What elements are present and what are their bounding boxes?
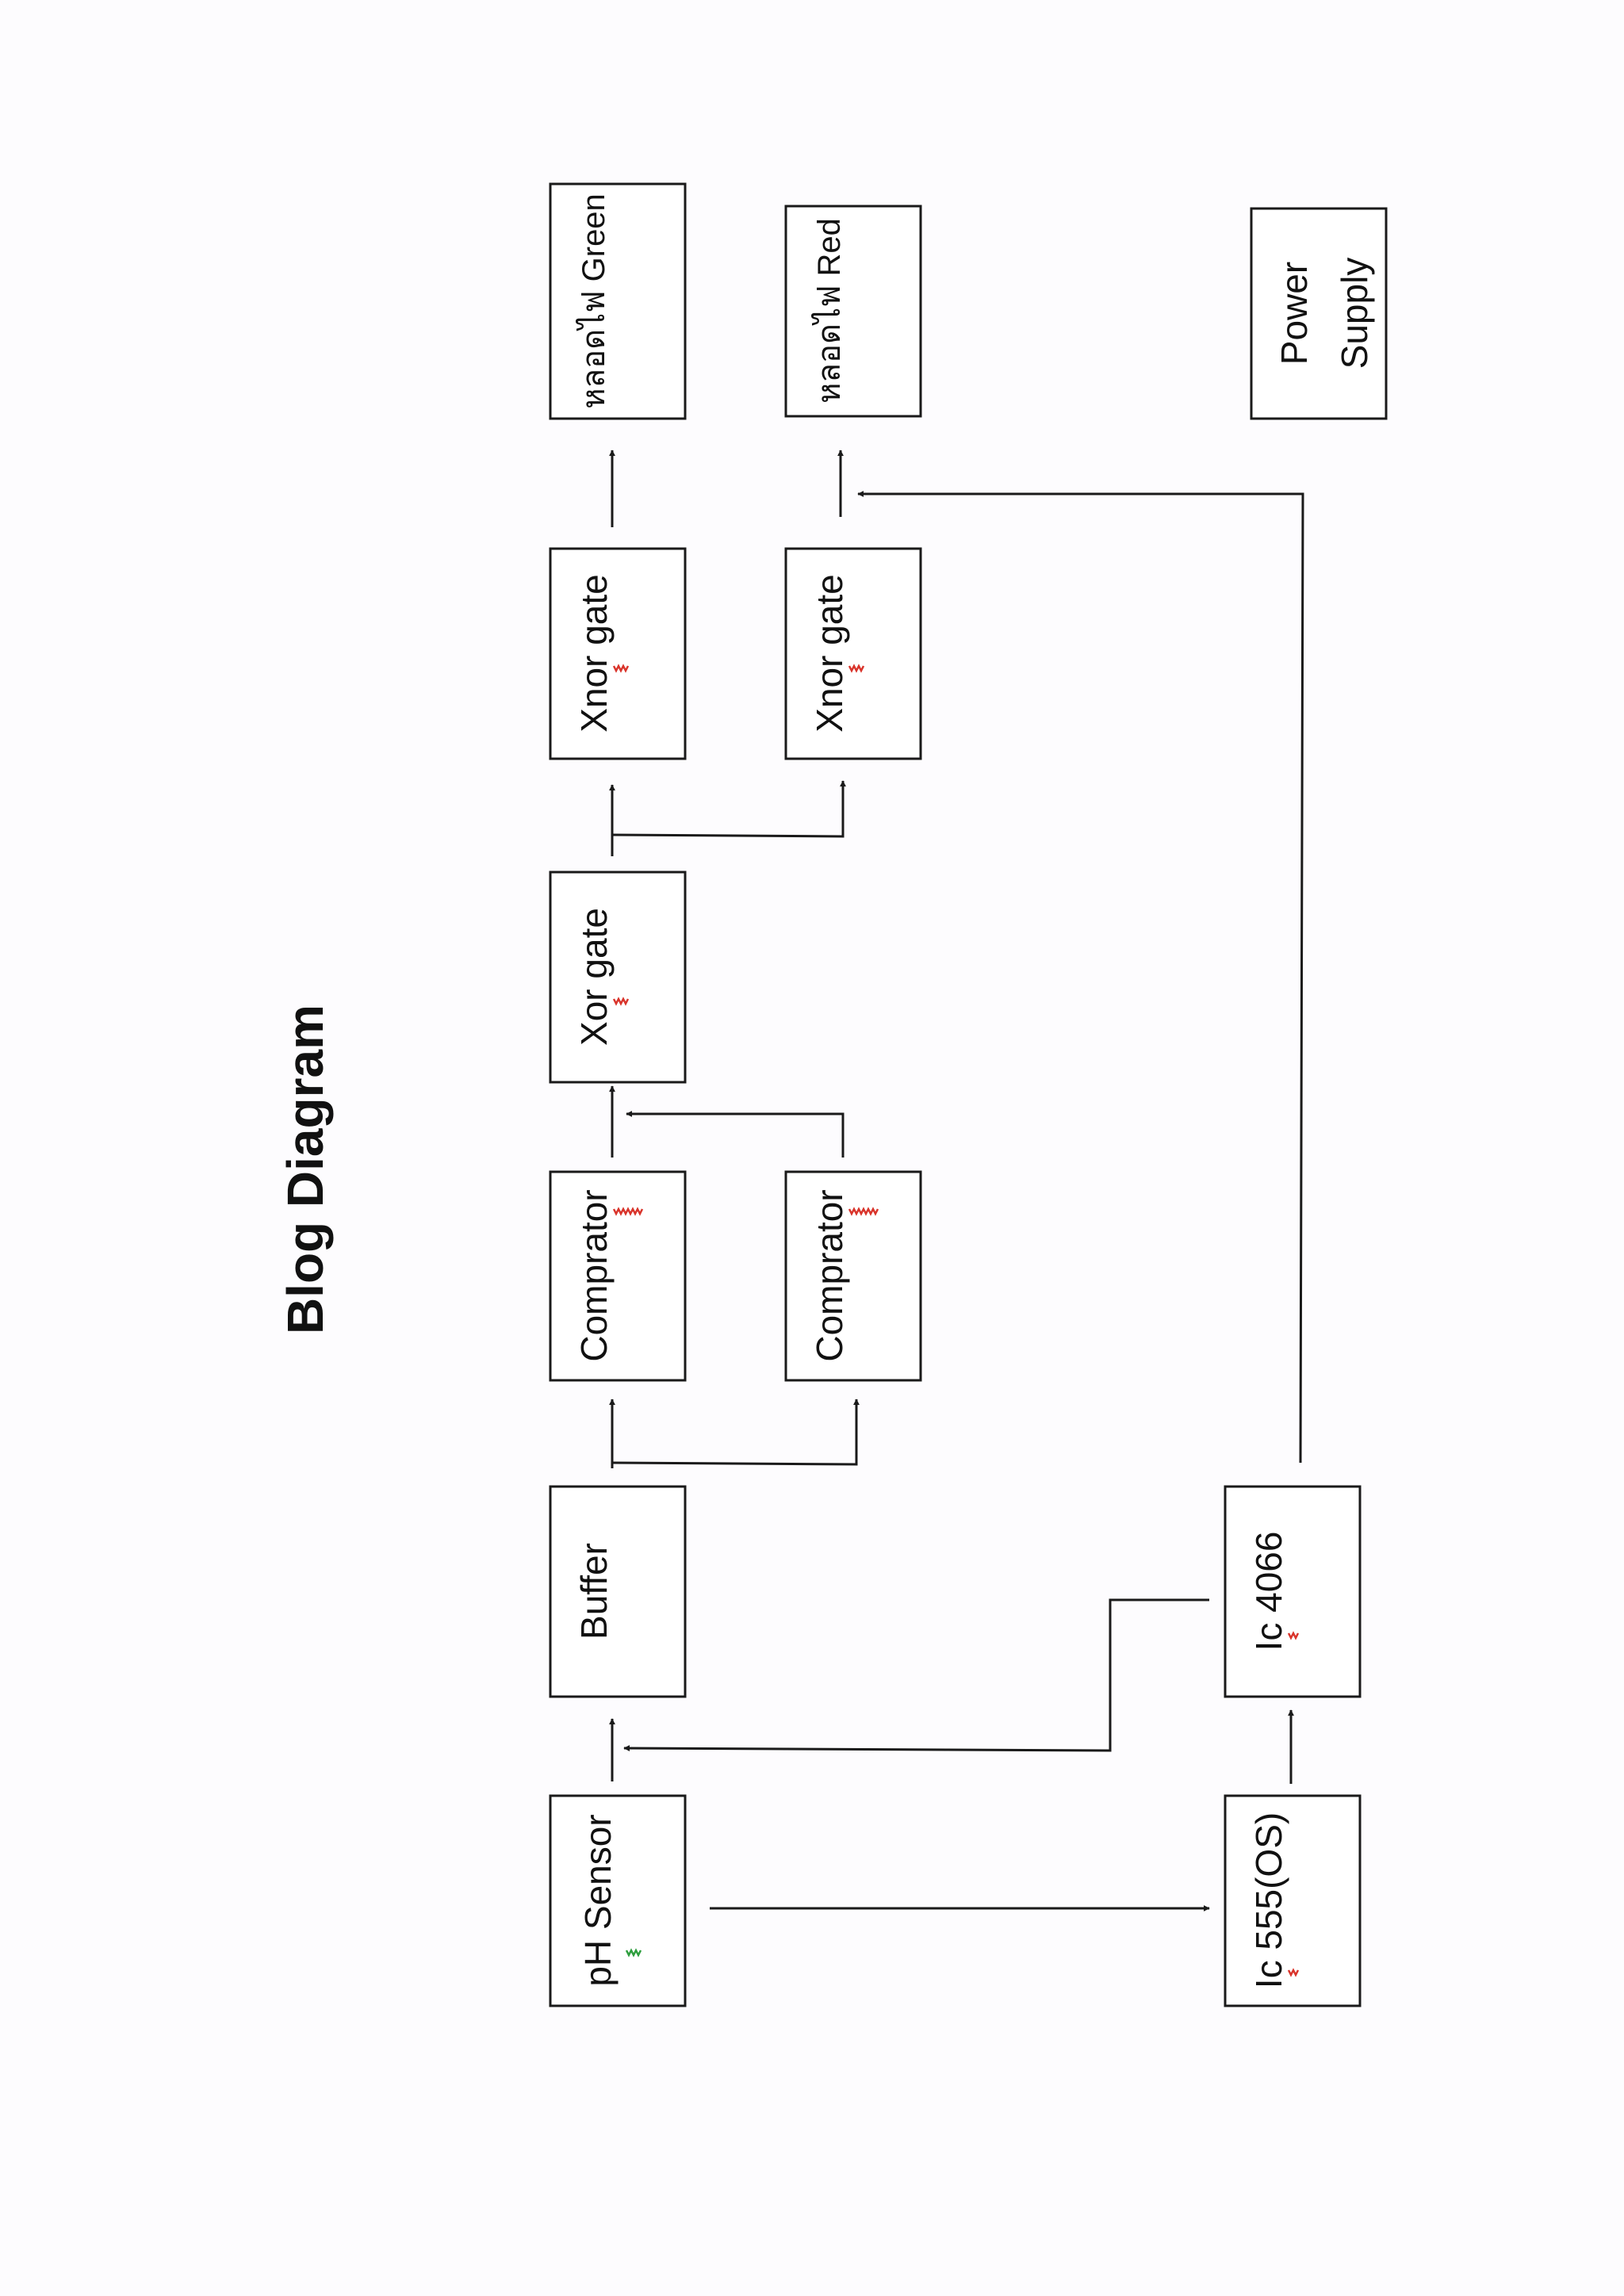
ic4066-to-buffer-arrow [623,1598,1209,1752]
buffer-label: Buffer [573,1543,615,1640]
ic4066-to-red-lamp-arrow [857,491,1304,1464]
red-lamp-label: หลอดไฟ Red [811,218,847,404]
ph-sensor-block: pH Sensor [549,1794,687,2007]
power-supply-label-line1: Power [1274,262,1315,365]
xor-gate-block: Xor gate [549,871,687,1084]
green-lamp-label: หลอดไฟ Green [576,193,611,409]
ic-4066-label: Ic 4066 [1248,1532,1289,1651]
xnor-gate-label-1: Xnor gate [573,574,615,732]
ic-555-label: Ic 555(OS) [1248,1812,1289,1988]
comparator-block-2: Comprator [784,1170,922,1382]
comparator-label-2: Comprator [809,1189,850,1361]
comparator-label-1: Comprator [573,1189,615,1361]
green-lamp-block: หลอดไฟ Green [549,182,687,420]
ic-555-block: Ic 555(OS) [1224,1794,1362,2007]
power-supply-label-line2: Supply [1334,258,1375,369]
ph-sensor-label: pH Sensor [577,1814,619,1986]
comparator-block-1: Comprator [549,1170,687,1382]
comparator2-to-xor-arrow [626,1111,845,1158]
xnor-gate-block-2: Xnor gate [784,547,922,760]
xor-gate-label: Xor gate [573,908,615,1046]
xnor-gate-label-2: Xnor gate [809,574,850,732]
diagram-title: Blog Diagram [277,1004,334,1334]
red-lamp-block: หลอดไฟ Red [784,205,922,418]
xor-to-xnor2-arrow [611,780,846,838]
ic-4066-block: Ic 4066 [1224,1485,1362,1698]
power-supply-block: Power Supply [1250,207,1388,420]
buffer-to-comparator2-arrow [611,1399,860,1466]
xnor-gate-block-1: Xnor gate [549,547,687,760]
buffer-block: Buffer [549,1485,687,1698]
